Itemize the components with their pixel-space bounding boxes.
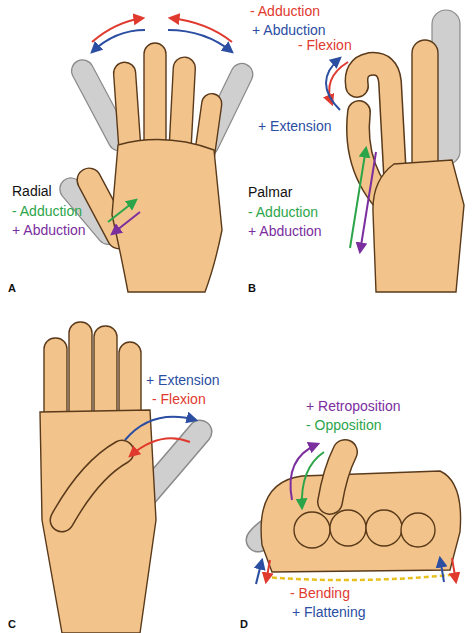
- radial-abduction-arrow: [112, 212, 140, 234]
- palmar-abduction-arrow: [360, 152, 376, 252]
- plane-label: Palmar: [248, 184, 292, 200]
- palm: [40, 410, 156, 633]
- motion-label: - Bending: [290, 585, 350, 601]
- flexion-arrow: [130, 438, 190, 456]
- motion-label: - Adduction: [250, 3, 320, 19]
- knuckle: [330, 510, 366, 546]
- finger: [44, 338, 67, 423]
- motion-label: + Extension: [146, 372, 220, 388]
- finger: [69, 322, 92, 422]
- palm-arch-line: [264, 575, 450, 580]
- abduction-arrow: [168, 30, 232, 52]
- panel-letter: A: [8, 280, 16, 296]
- palm: [373, 160, 464, 292]
- motion-label: + Retroposition: [306, 398, 401, 414]
- motion-label: + Abduction: [248, 223, 322, 239]
- abduction-arrow: [92, 30, 145, 52]
- plane-label: Radial: [12, 183, 52, 199]
- flattening-arrow: [440, 558, 444, 582]
- opposition-arrow: [302, 452, 324, 508]
- knuckle: [366, 510, 402, 546]
- flexion-arrow: [329, 62, 348, 104]
- motion-label: + Abduction: [252, 22, 326, 38]
- motion-label: - Flexion: [152, 391, 206, 407]
- retroposition-arrow: [290, 444, 318, 500]
- back-of-hand: [112, 140, 222, 292]
- thumb-outline: [62, 452, 122, 520]
- motion-label: - Flexion: [298, 37, 352, 53]
- knuckle: [294, 512, 330, 548]
- finger: [144, 43, 166, 151]
- extension-arrow: [125, 417, 196, 440]
- flattening-arrow: [256, 560, 262, 584]
- finger: [412, 40, 438, 180]
- finger: [94, 326, 117, 422]
- motion-label: + Abduction: [12, 222, 86, 238]
- motion-label: + Flattening: [292, 604, 366, 620]
- motion-label: + Extension: [258, 118, 332, 134]
- motion-label: - Adduction: [12, 203, 82, 219]
- motion-label: - Opposition: [306, 417, 381, 433]
- thumb-outline: [330, 452, 345, 502]
- thumb: [330, 452, 345, 502]
- thumb: [62, 452, 122, 520]
- panel-letter: C: [8, 616, 16, 632]
- knuckle: [401, 513, 435, 547]
- panel-letter: D: [240, 616, 248, 632]
- bending-arrow: [452, 558, 456, 582]
- panel-letter: B: [248, 280, 256, 296]
- extension-arrow: [326, 58, 340, 110]
- bending-arrow: [266, 560, 270, 582]
- motion-label: - Adduction: [248, 204, 318, 220]
